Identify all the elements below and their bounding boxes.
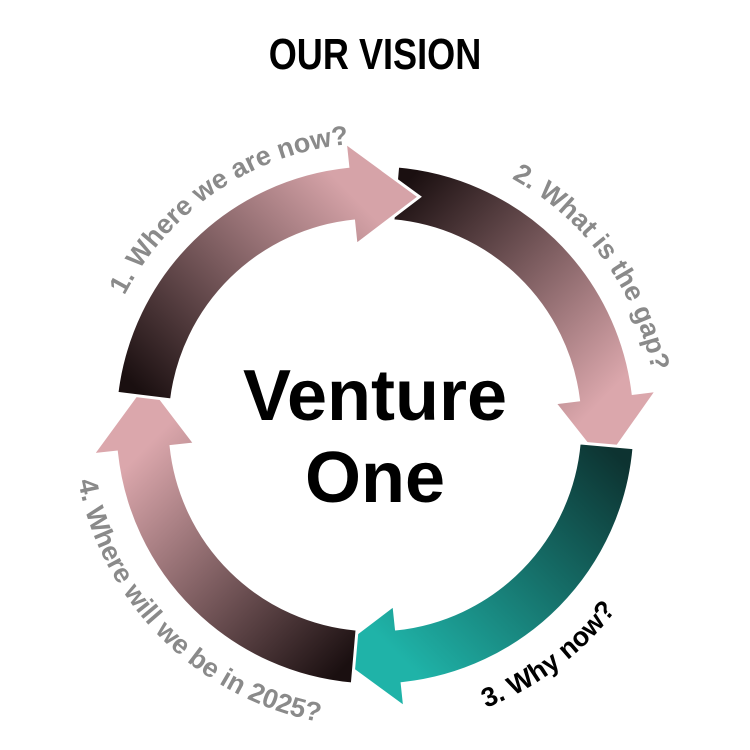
center-title-line2: One (305, 438, 445, 518)
diagram-title: OUR VISION (268, 30, 482, 79)
step-2-arrow (391, 164, 661, 468)
step-3-arrow (328, 441, 636, 711)
center-title-line1: Venture (243, 356, 507, 436)
step-4-arrow (89, 378, 359, 686)
step-1-arrow (115, 139, 422, 402)
